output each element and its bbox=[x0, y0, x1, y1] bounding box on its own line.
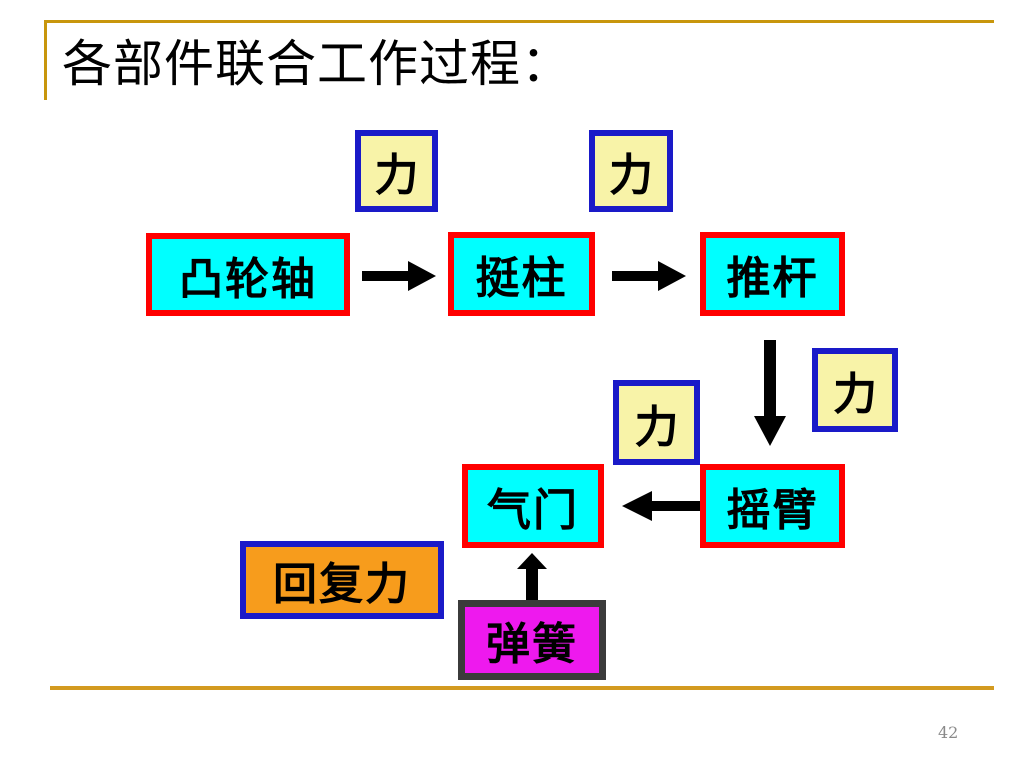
component-camshaft: 凸轮轴 bbox=[146, 233, 350, 316]
page-number: 42 bbox=[938, 723, 959, 742]
arrow-rocker-to-valve bbox=[616, 488, 702, 524]
page-title: 各部件联合工作过程： bbox=[62, 35, 572, 93]
arrow-camshaft-to-tappet bbox=[360, 258, 440, 294]
restoring-force-box: 回复力 bbox=[240, 541, 444, 619]
force-label-tappet: 力 bbox=[589, 130, 673, 212]
component-rocker-arm: 摇臂 bbox=[700, 464, 845, 548]
spring-box: 弹簧 bbox=[458, 600, 606, 680]
force-label-rocker: 力 bbox=[613, 380, 700, 465]
force-label-pushrod: 力 bbox=[812, 348, 898, 432]
frame-bottom-rule bbox=[50, 686, 994, 690]
frame-top-rule bbox=[44, 20, 994, 23]
component-pushrod: 推杆 bbox=[700, 232, 845, 316]
component-valve: 气门 bbox=[462, 464, 604, 548]
arrow-tappet-to-pushrod bbox=[610, 258, 690, 294]
frame-left-rule bbox=[44, 20, 47, 100]
arrow-pushrod-to-rocker bbox=[750, 338, 790, 450]
force-label-camshaft: 力 bbox=[355, 130, 438, 212]
component-tappet: 挺柱 bbox=[448, 232, 595, 316]
arrow-spring-to-valve bbox=[514, 552, 550, 602]
